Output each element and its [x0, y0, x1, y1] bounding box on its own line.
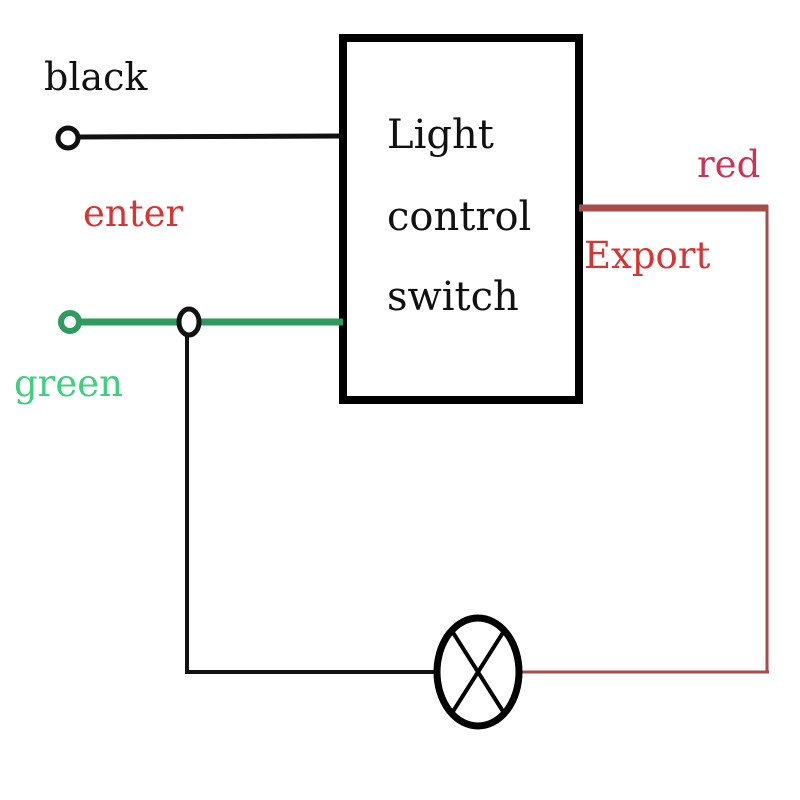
label-enter: enter — [83, 192, 183, 235]
light-control-switch-box — [339, 34, 583, 404]
junction-terminal-icon — [176, 306, 202, 338]
label-export: Export — [584, 234, 711, 277]
black-terminal-icon — [55, 125, 81, 151]
switch-label-line1: Light — [387, 112, 494, 158]
green-terminal-icon — [58, 310, 82, 334]
label-black: black — [44, 55, 148, 99]
label-red: red — [697, 143, 760, 186]
label-green: green — [14, 362, 123, 405]
black-wire — [76, 133, 344, 140]
lamp-cross-circle-icon — [433, 614, 523, 730]
switch-label-line3: switch — [387, 274, 519, 320]
switch-label-line2: control — [387, 194, 531, 240]
